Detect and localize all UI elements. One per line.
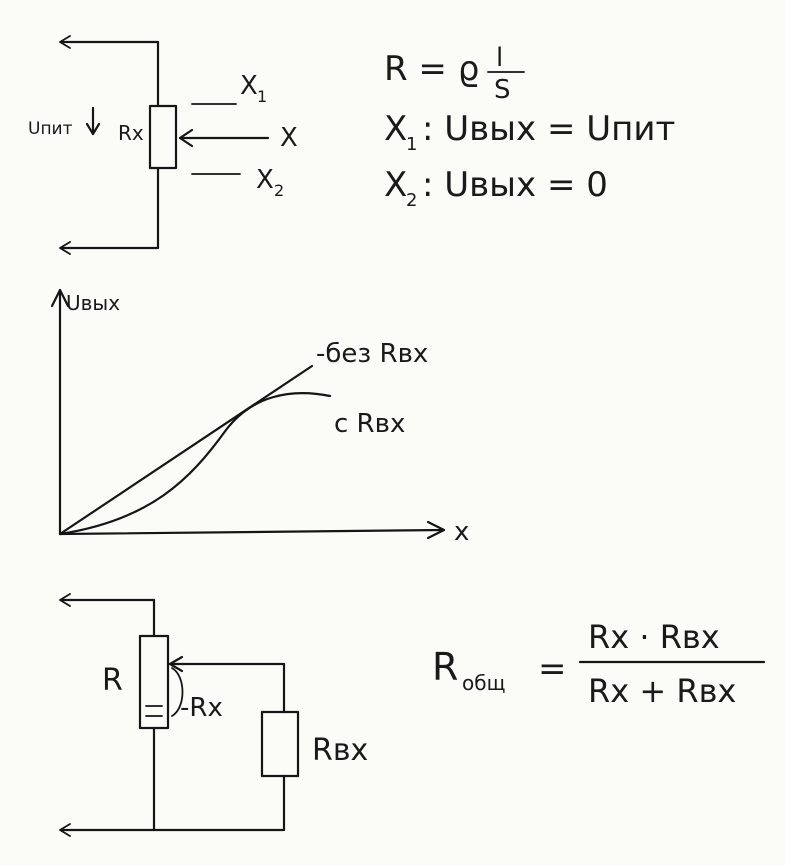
resistance-formula-denominator: S [494,75,511,105]
rvx-bottom-wire [60,774,286,832]
rx-resistor-body [148,104,178,170]
condition-x1-x: X [384,109,407,149]
wiper-wire-to-rvx [168,662,286,714]
x1-label: X [240,71,258,101]
total-resistance-numerator: Rx · Rвх [588,618,720,656]
curve-without-rvx [58,364,314,536]
curve-with-rvx-label: с Rвх [334,409,405,439]
output-characteristic-graph [50,288,446,540]
x-axis-label: x [454,517,469,547]
bottom-top-arrow-head [59,593,71,607]
top-supply-arrow-head [59,35,71,49]
total-resistance-lhs: R [432,645,458,689]
x-axis-arrow-head [426,520,446,540]
resistance-formula-numerator: l [496,43,503,73]
x-label: X [280,123,298,153]
x2-subscript: 2 [274,181,284,200]
total-resistance-equals: = [538,649,567,689]
potentiometer-circuit [59,35,270,255]
rx-bracket [171,667,184,717]
x1-subscript: 1 [257,87,267,106]
r-resistor-hatch [145,705,163,717]
resistance-formula-lhs: R = ϱ [384,49,479,89]
supply-voltage-label: Uпит [28,119,73,139]
rvx-label: Rвх [312,733,368,768]
total-resistance-lhs-subscript: общ [462,671,505,695]
supply-voltage-arrow-head [85,122,101,136]
curve-with-rvx [58,392,332,536]
condition-x2-x: X [384,165,407,205]
bottom-supply-wire [60,166,160,250]
condition-x2-subscript: 2 [406,190,417,211]
total-resistance-denominator: Rx + Rвх [588,672,736,710]
r-resistor-body [138,634,170,730]
condition-x1-text: : Uвых = Uпит [422,109,675,149]
rvx-resistor-body [260,710,300,778]
top-supply-wire [60,40,160,108]
y-axis-label: Uвых [66,291,120,315]
bottom-top-wire [60,598,156,638]
curve-without-rvx-label: -без Rвх [316,339,428,369]
r-label: R [102,663,123,698]
loaded-potentiometer-circuit [59,593,300,837]
x-axis [58,528,446,536]
bottom-return-arrow-head [59,823,71,837]
wiper-arrow-head [178,128,194,148]
rx-bracket-label: -Rx [180,693,223,723]
rx-label: Rx [118,121,144,145]
condition-x1-subscript: 1 [406,134,417,155]
wiper-arrow-head-bottom [168,655,184,673]
x2-label: X [256,165,274,195]
condition-x2-text: : Uвых = 0 [422,165,608,205]
bottom-supply-arrow-head [59,241,71,255]
y-axis-arrow-head [50,288,70,308]
